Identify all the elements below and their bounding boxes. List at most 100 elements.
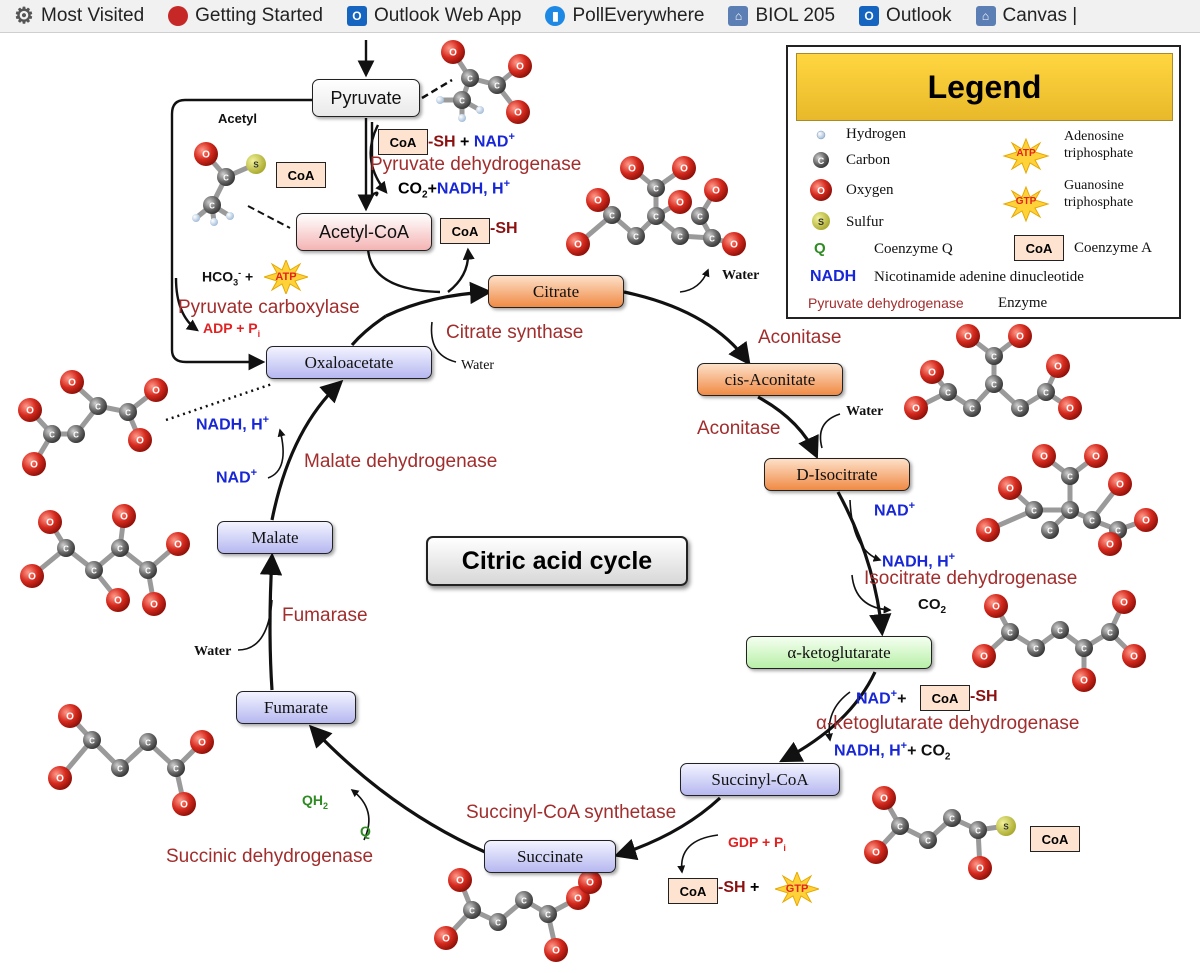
oxygen-atom (1112, 590, 1136, 614)
atom-symbol: C (991, 353, 997, 362)
carbon-atom (985, 347, 1003, 365)
atom-symbol: C (521, 897, 527, 906)
atom-symbol: O (976, 864, 984, 875)
outlook-icon: O (859, 6, 880, 26)
nadh-label: NADH, H (196, 416, 263, 434)
carbon-atom (919, 831, 937, 849)
carbon-atom (671, 227, 689, 245)
atom-symbol: S (1003, 823, 1009, 832)
atom-symbol: O (150, 600, 158, 611)
acetyl-label: Acetyl (218, 111, 258, 126)
polleverywhere-icon: ▮ (545, 6, 566, 26)
atom-symbol: O (586, 878, 594, 889)
carbon-atom (1083, 511, 1101, 529)
oxygen-atom (1046, 354, 1070, 378)
pi-sub: i (257, 328, 261, 339)
carbon-atom (1041, 521, 1059, 539)
carbon-atom (627, 227, 645, 245)
carbon-atom (515, 891, 533, 909)
oxygen-atom (194, 142, 218, 166)
atom-symbol: C (545, 911, 551, 920)
oxygen-atom (1084, 444, 1108, 468)
pdh-products: CO2+NADH, H+ (398, 178, 510, 201)
atom-symbol: C (495, 919, 501, 928)
atom-symbol: O (980, 652, 988, 663)
bookmark-polleverywhere[interactable]: ▮ PollEverywhere (545, 5, 704, 27)
atom-symbol: O (120, 512, 128, 523)
atom-symbol: C (494, 82, 500, 91)
legend-symbols: C O S (810, 130, 1050, 230)
legend-gtp-line2: triphosphate (1064, 195, 1134, 210)
oxygen-atom (506, 100, 530, 124)
atom-symbol: O (552, 946, 560, 957)
atom-symbol: O (574, 894, 582, 905)
bookmarks-toolbar: ⚙ Most Visited Getting Started O Outlook… (0, 0, 1200, 33)
isocitrate-box: D-Isocitrate (764, 458, 910, 491)
bookmark-most-visited[interactable]: ⚙ Most Visited (14, 3, 144, 28)
oxygen-atom (144, 378, 168, 402)
nad-label: NAD (216, 469, 251, 487)
atom-symbol: O (180, 800, 188, 811)
gdp-text: GDP + P (728, 834, 784, 850)
nadh-charge: + (262, 414, 270, 426)
atom-symbol: O (928, 368, 936, 379)
oxygen-atom (722, 232, 746, 256)
bookmark-biol-205[interactable]: ⌂ BIOL 205 (728, 5, 835, 27)
atom-symbol: O (1066, 404, 1074, 415)
atom-symbol: C (975, 827, 981, 836)
plus-sign: + (460, 133, 470, 151)
atom-symbol: O (516, 62, 524, 73)
legend-nadh: Nicotinamide adenine dinucleotide (874, 269, 1084, 285)
carbon-atom (1075, 639, 1093, 657)
oxygen-atom (22, 452, 46, 476)
atom-symbol: C (1107, 629, 1113, 638)
bookmark-canvas[interactable]: ⌂ Canvas | (975, 5, 1077, 27)
enzyme-fumarase: Fumarase (282, 605, 368, 626)
legend-oxygen-glyph: O (817, 186, 825, 197)
nadh-kgdh: NADH, H++ CO2 (834, 740, 950, 763)
oxygen-atom (142, 592, 166, 616)
legend-atp-line1: Adenosine (1064, 129, 1124, 144)
atom-symbol: C (467, 75, 473, 84)
legend-enzyme-example: Pyruvate dehydrogenase (808, 295, 964, 311)
oxygen-atom (704, 178, 728, 202)
carbon-atom (111, 759, 129, 777)
bookmark-getting-started[interactable]: Getting Started (168, 5, 323, 27)
qh-text: QH (302, 792, 323, 808)
atom-symbol: O (442, 934, 450, 945)
bookmark-outlook-web-app[interactable]: O Outlook Web App (346, 5, 521, 27)
atom-symbol: C (1057, 627, 1063, 636)
legend-sulfur-glyph: S (818, 217, 824, 227)
nad-charge: + (250, 467, 258, 479)
legend-nadh-symbol: NADH (810, 268, 857, 285)
atom-symbol: C (1043, 389, 1049, 398)
atom-symbol: C (945, 389, 951, 398)
gtp-label: GTP (785, 883, 809, 895)
oxygen-atom (1122, 644, 1146, 668)
carbon-atom (67, 425, 85, 443)
atom-symbol: O (872, 848, 880, 859)
oxygen-atom (58, 704, 82, 728)
atom-symbol: C (1115, 527, 1121, 536)
bookmark-outlook[interactable]: O Outlook (859, 5, 952, 27)
atom-symbol: O (712, 186, 720, 197)
oxygen-atom (60, 370, 84, 394)
co2-label: CO (398, 180, 422, 198)
succinyl-coa-box: Succinyl-CoA (680, 763, 840, 796)
gtp-icon: GTP (773, 870, 821, 908)
atom-symbol: O (456, 876, 464, 887)
oxygen-atom (972, 644, 996, 668)
atom-symbol: C (117, 545, 123, 554)
hco-label: HCO (202, 268, 234, 285)
co2-sub: 2 (944, 751, 951, 763)
carbon-atom (463, 901, 481, 919)
carbon-atom (43, 425, 61, 443)
oxygen-atom (1134, 508, 1158, 532)
oxygen-atom (441, 40, 465, 64)
carbon-atom (119, 403, 137, 421)
atom-symbol: O (202, 150, 210, 161)
